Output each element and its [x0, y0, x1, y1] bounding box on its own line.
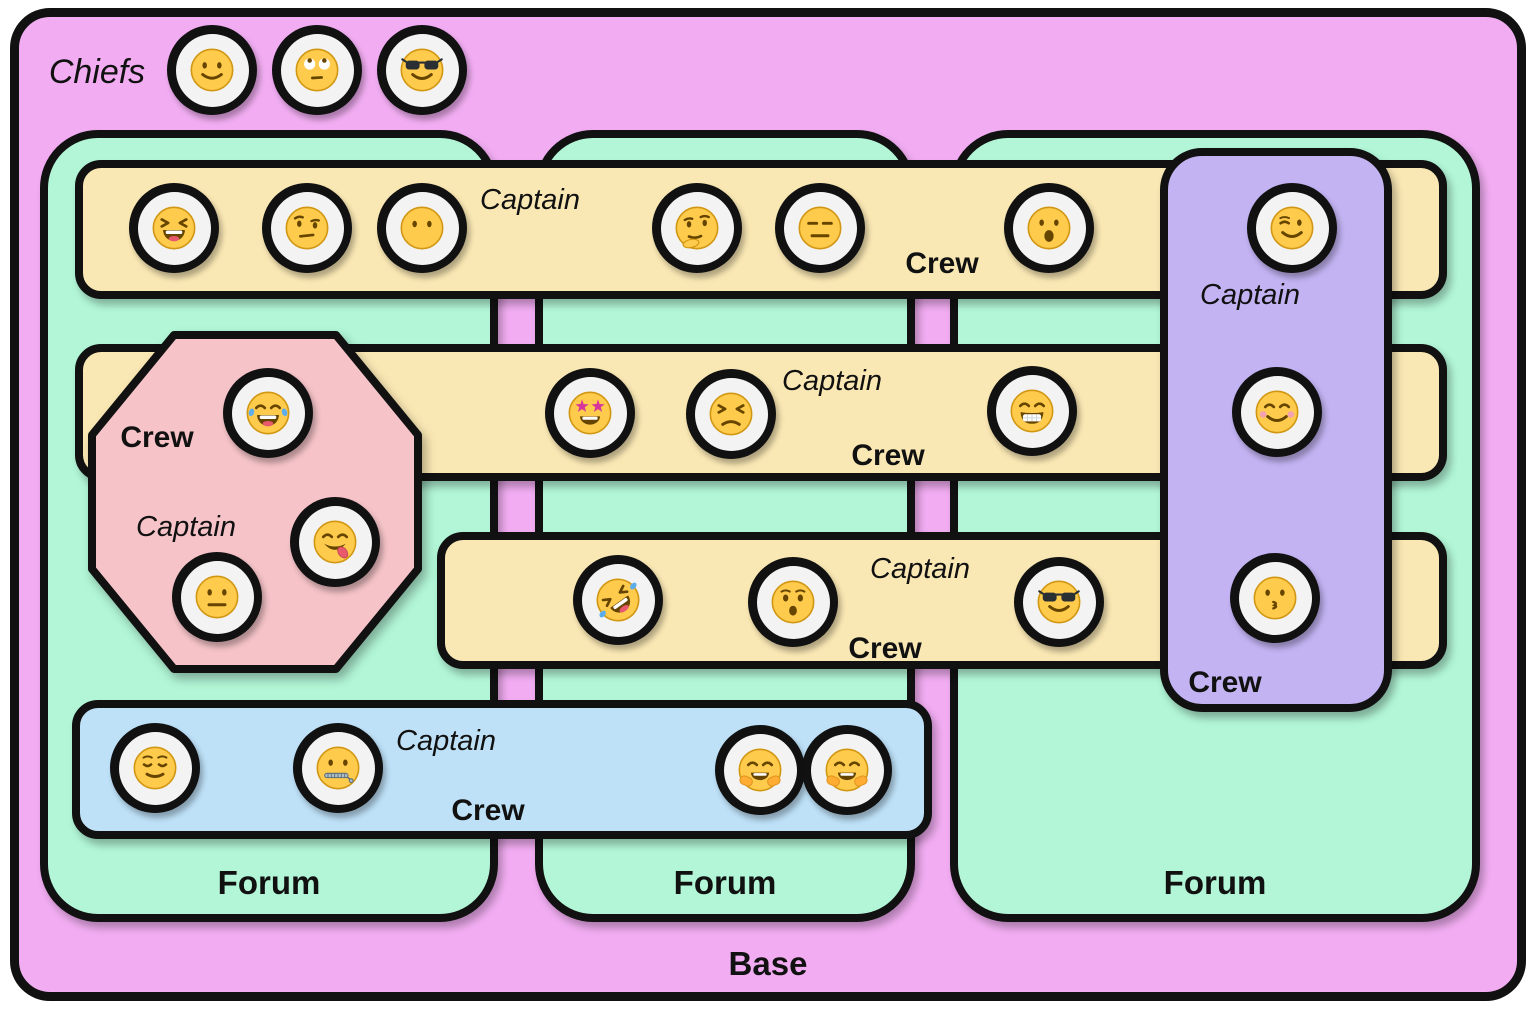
base-label: Base: [728, 945, 808, 982]
member-circle: [290, 497, 380, 587]
star-struck-face-icon: [553, 376, 627, 450]
member-circle: [802, 725, 892, 815]
member-circle: [172, 552, 262, 642]
forum-3-label: Forum: [1163, 864, 1267, 901]
hushed-face-icon: [756, 565, 830, 639]
member-circle: [775, 183, 865, 273]
tears-of-joy-face-icon: [231, 376, 305, 450]
raised-eyebrow-face-icon: [270, 191, 344, 265]
member-circle: [1230, 553, 1320, 643]
crew-1-crew-label: Crew: [905, 247, 979, 280]
member-circle: [129, 183, 219, 273]
chief-member-circle: [167, 25, 257, 115]
member-circle: [686, 369, 776, 459]
grinning-squinting-face-icon: [137, 191, 211, 265]
face-with-rolling-eyes-icon: [280, 33, 354, 107]
rofl-face-icon: [581, 563, 655, 637]
crew-3-crew-label: Crew: [848, 632, 922, 665]
forum-1-label: Forum: [217, 864, 321, 901]
member-circle: [652, 183, 742, 273]
smiling-blush-face-icon: [1240, 375, 1314, 449]
crew-blue-crew-label: Crew: [451, 794, 525, 827]
hugging-face-icon: [723, 733, 797, 807]
member-circle: [987, 366, 1077, 456]
member-circle: [223, 368, 313, 458]
member-circle: [377, 183, 467, 273]
face-without-mouth-icon: [385, 191, 459, 265]
sunglasses-face-icon: [1022, 565, 1096, 639]
crew-octagon-crew-label: Crew: [120, 421, 194, 454]
neutral-face-icon: [180, 560, 254, 634]
chief-member-circle: [377, 25, 467, 115]
beaming-grin-face-icon: [995, 374, 1069, 448]
thinking-face-icon: [660, 191, 734, 265]
zipper-mouth-face-icon: [301, 731, 375, 805]
persevering-face-icon: [694, 377, 768, 451]
member-circle: [1232, 367, 1322, 457]
crew-1-captain-label: Captain: [480, 184, 580, 216]
forum-2-label: Forum: [673, 864, 777, 901]
crew-2-crew-label: Crew: [851, 439, 925, 472]
sunglasses-face-icon: [385, 33, 459, 107]
crew-2-captain-label: Captain: [782, 365, 882, 397]
crew-purple-captain-label: Captain: [1200, 279, 1300, 311]
savoring-food-face-icon: [298, 505, 372, 579]
member-circle: [1004, 183, 1094, 273]
member-circle: [748, 557, 838, 647]
chiefs-label: Chiefs: [48, 53, 146, 91]
hugging-face-icon: [810, 733, 884, 807]
open-mouth-face-icon: [1012, 191, 1086, 265]
winking-face-icon: [1255, 191, 1329, 265]
member-circle: [545, 368, 635, 458]
crew-octagon-captain-label: Captain: [136, 511, 236, 543]
kissing-face-icon: [1238, 561, 1312, 635]
crew-3-captain-label: Captain: [870, 553, 970, 585]
expressionless-face-icon: [783, 191, 857, 265]
member-circle: [293, 723, 383, 813]
chief-member-circle: [272, 25, 362, 115]
member-circle: [262, 183, 352, 273]
crew-blue-captain-label: Captain: [396, 725, 496, 757]
crew-purple-crew-label: Crew: [1188, 666, 1262, 699]
relieved-face-icon: [118, 731, 192, 805]
member-circle: [1014, 557, 1104, 647]
member-circle: [110, 723, 200, 813]
member-circle: [715, 725, 805, 815]
member-circle: [1247, 183, 1337, 273]
member-circle: [573, 555, 663, 645]
slightly-smiling-face-icon: [175, 33, 249, 107]
